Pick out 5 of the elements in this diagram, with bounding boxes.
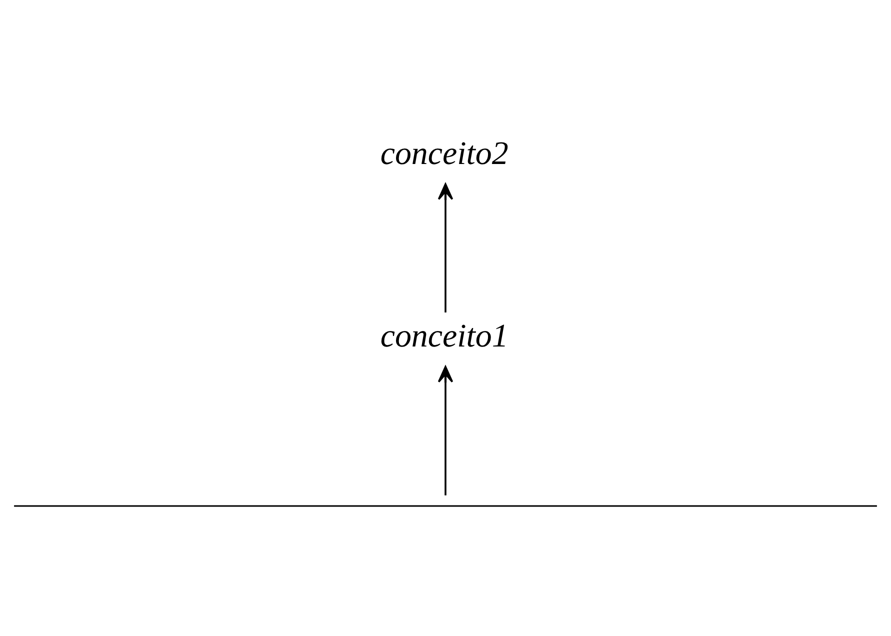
node-text: conceito1 (380, 318, 508, 355)
arrow (438, 366, 454, 496)
node-line (14, 505, 877, 507)
arrow (438, 183, 454, 312)
node-text: conceito2 (380, 136, 508, 172)
